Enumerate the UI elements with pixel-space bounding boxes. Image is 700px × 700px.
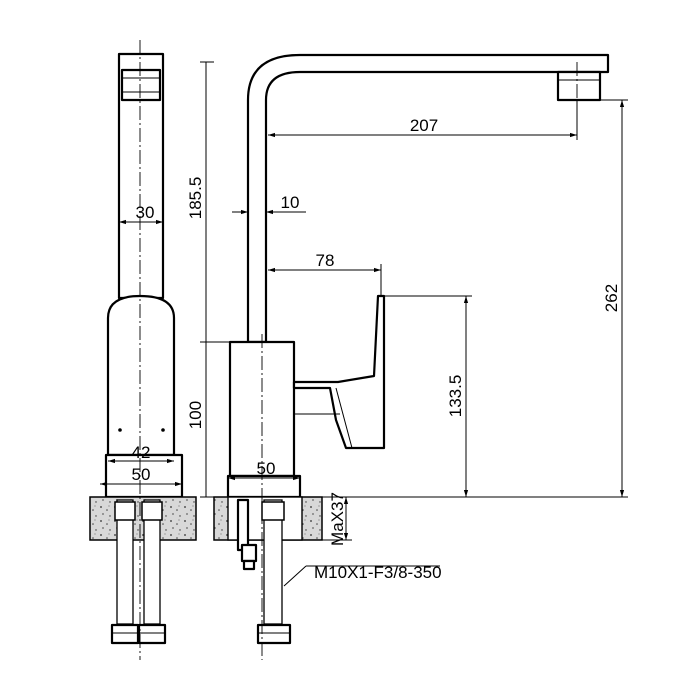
mounting-nut xyxy=(240,543,258,563)
dim-total-height: 262 xyxy=(602,284,621,312)
side-view: 30 42 50 xyxy=(89,40,197,660)
dim-body-height: 100 xyxy=(186,401,205,429)
front-view: 207 10 78 50 185.5 100 133.5 262 MaX37 xyxy=(186,53,628,660)
dim-spout-reach: 207 xyxy=(410,116,438,135)
spout-tube xyxy=(246,53,610,344)
dim-side-base-outer: 50 xyxy=(132,465,151,484)
dim-height-spout-bend: 185.5 xyxy=(186,177,205,220)
dim-handle-height: 133.5 xyxy=(446,375,465,418)
dim-handle-reach: 78 xyxy=(316,251,335,270)
front-hose-nut xyxy=(256,623,292,645)
dim-spout-tube: 10 xyxy=(281,193,300,212)
hose-spec-label: M10X1-F3/8-350 xyxy=(314,563,442,582)
dim-side-base-inner: 42 xyxy=(132,443,151,462)
side-hose-nut-left xyxy=(110,623,140,645)
side-aerator-block xyxy=(120,68,162,102)
aerator xyxy=(556,70,602,102)
dim-front-base: 50 xyxy=(257,459,276,478)
mounting-stud xyxy=(236,498,250,552)
dim-max-counter: MaX37 xyxy=(328,492,347,546)
side-hose-nut-right xyxy=(137,623,167,645)
dim-side-top-width: 30 xyxy=(136,203,155,222)
lever-handle xyxy=(292,294,386,450)
front-base xyxy=(226,474,302,499)
